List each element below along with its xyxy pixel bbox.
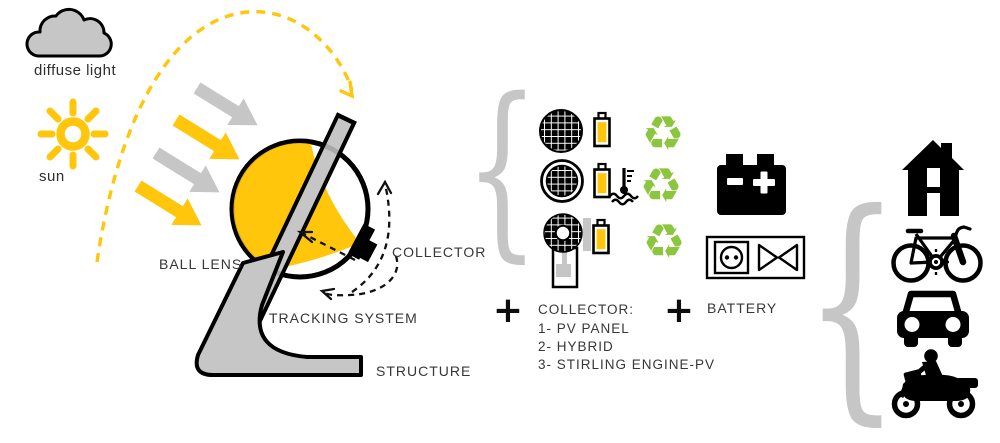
plus-sign: + — [664, 290, 694, 331]
hybrid-panel-icon — [540, 159, 584, 203]
sun-ray-arrow — [134, 180, 202, 226]
ball-lens-rim — [229, 138, 371, 280]
motorcycle-icon — [891, 349, 978, 419]
svg-text:{: { — [804, 162, 901, 443]
recycle-icon: ♻ — [639, 158, 682, 214]
bicycle-icon — [891, 225, 983, 283]
brace-left-icon: { — [465, 59, 540, 280]
collector-legend-item: 2- HYBRID — [538, 339, 614, 354]
stirling-engine-pv-icon — [543, 213, 591, 289]
tracking-arrows — [296, 179, 399, 301]
battery-cell-icon — [592, 218, 610, 255]
sun-ray-arrow — [152, 147, 220, 193]
valve-icon — [757, 243, 799, 272]
collector-legend-item: 3- STIRLING ENGINE-PV — [538, 357, 715, 372]
collector-legend-item: 1- PV PANEL — [538, 321, 630, 336]
pv-panel-icon — [539, 109, 583, 153]
brace-right-icon: { — [804, 162, 901, 443]
cloud-icon — [25, 7, 113, 58]
battery-label: BATTERY — [707, 300, 777, 316]
car-icon — [897, 290, 969, 347]
thermometer-icon — [609, 168, 639, 206]
collector-label: COLLECTOR — [392, 244, 486, 260]
battery-cell-icon — [593, 162, 611, 199]
recycle-icon: ♻ — [642, 214, 685, 270]
structure-stand — [194, 250, 363, 377]
power-outlet-icon — [713, 240, 750, 275]
structure-label: STRUCTURE — [376, 363, 471, 379]
plus-sign: + — [493, 290, 523, 331]
outlet-valve-panel — [705, 235, 806, 280]
sun-ray-arrow — [193, 82, 258, 126]
battery-cell-icon — [593, 111, 611, 148]
sunlight-arrows — [134, 82, 258, 226]
svg-text:{: { — [465, 59, 540, 280]
sun-icon — [37, 98, 109, 170]
diffuse-light-label: diffuse light — [34, 62, 116, 79]
recycle-icon: ♻ — [641, 106, 684, 162]
diffuse-light-arc — [95, 10, 355, 263]
ball-lens-label: BALL LENS — [159, 256, 242, 272]
collector-module — [347, 223, 378, 263]
collector-legend-title: COLLECTOR: — [538, 302, 634, 317]
house-icon — [902, 140, 964, 216]
sun-label: sun — [39, 168, 65, 185]
car-battery-icon — [717, 154, 786, 215]
tracking-system-label: TRACKING SYSTEM — [269, 310, 418, 326]
sun-ray-arrow — [172, 114, 240, 160]
